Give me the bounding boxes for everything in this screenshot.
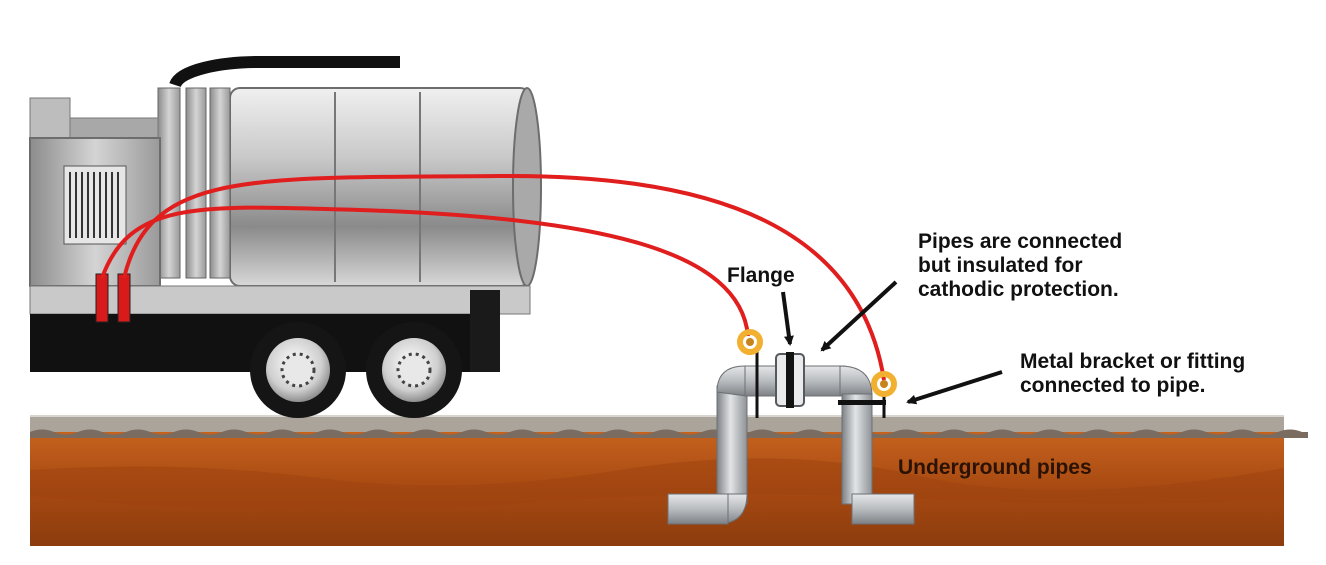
rear-bumper [470,290,500,372]
cable-clamp-icon [871,371,897,397]
pointer-arrows [781,280,1003,405]
exhaust-hose [169,56,400,89]
insulated-pipes-label: Pipes are connected but insulated for ca… [918,230,1122,302]
bracket-label-line: connected to pipe. [1020,374,1206,397]
cable-clamp-icon [737,329,763,355]
bracket [838,400,886,405]
underground-pipe-system [667,352,915,525]
tank-end [512,87,542,287]
wheel [366,322,462,418]
test-cables [100,173,886,381]
truck-terminal [95,273,109,323]
gravel-edge [30,429,1308,438]
pipe-left-horizontal [667,493,729,525]
insulated-arrow [820,280,898,352]
grille-slats [69,172,119,238]
stack [185,87,207,279]
stack [209,87,231,279]
insulated-label-line: but insulated for [918,254,1083,277]
stack [157,87,181,279]
flange-insulator [786,352,794,408]
ground [30,415,1308,546]
pipe-right-vertical [841,393,873,505]
insulated-label-line: Pipes are connected [918,230,1123,253]
pipe-left-vertical [716,385,748,505]
cab-roof [29,97,71,139]
pipe-right-horizontal [851,493,915,525]
tank-body [229,87,531,287]
cable-2 [122,173,886,381]
wheel [250,322,346,418]
insulated-label-line: cathodic protection. [918,278,1119,301]
truck-terminal [117,273,131,323]
pipe-top-right-bend [839,365,873,397]
vacuum-truck-icon [29,56,542,418]
underground-pipes-label: Underground pipes [898,456,1092,479]
soil-texture [30,458,1284,512]
bracket-arrow [906,370,1003,405]
bracket-label-line: Metal bracket or fitting [1020,350,1246,373]
flange-arrow [781,291,794,346]
deck [29,285,531,315]
flange-label: Flange [727,264,795,287]
bracket-label: Metal bracket or fitting connected to pi… [1020,350,1245,398]
gravel-surface [30,416,1284,432]
